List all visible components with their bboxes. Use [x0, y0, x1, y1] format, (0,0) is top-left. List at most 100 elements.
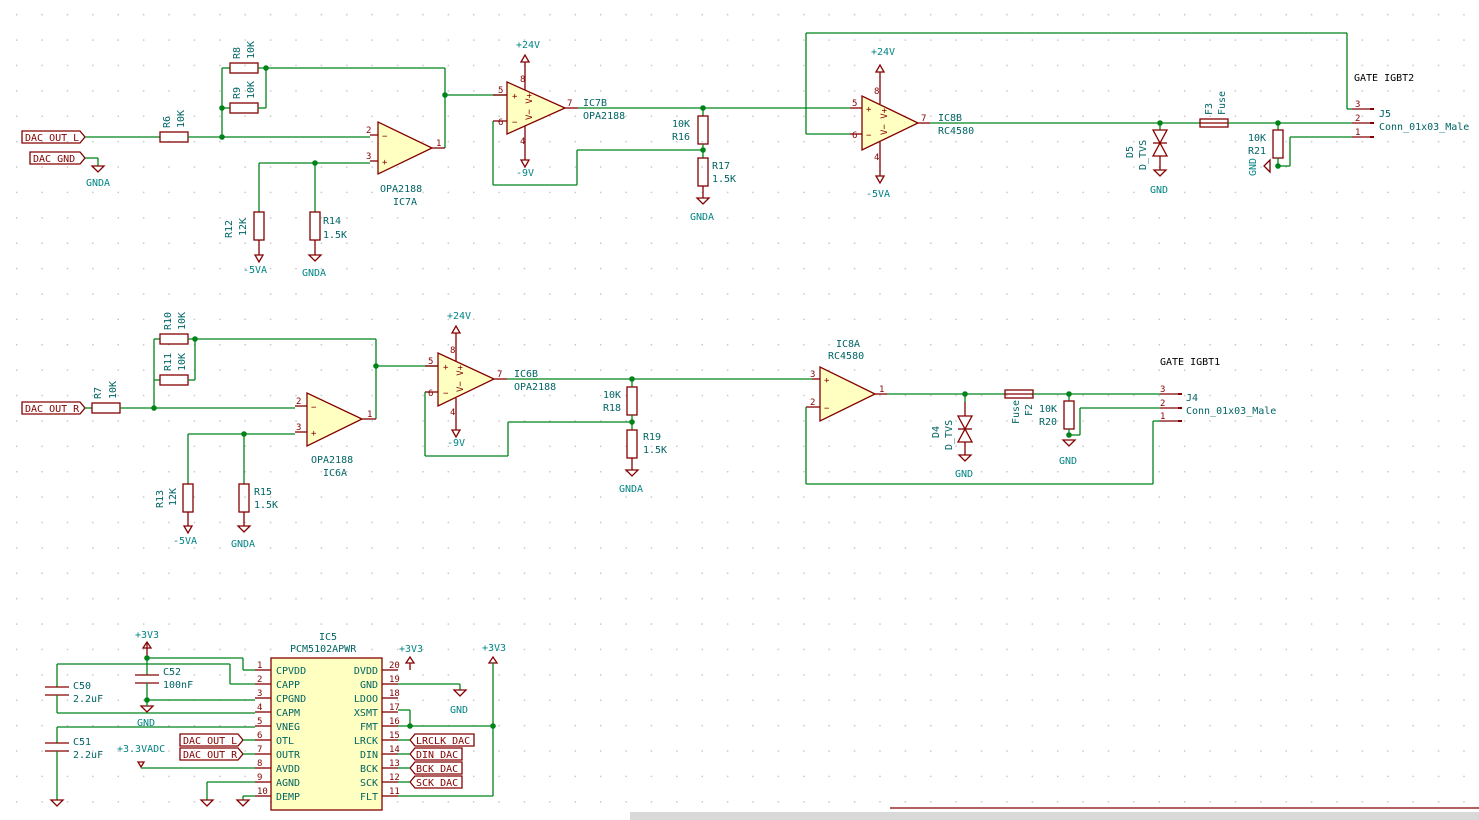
svg-text:10K: 10K: [108, 381, 119, 399]
svg-text:FMT: FMT: [360, 722, 378, 733]
svg-text:J5: J5: [1379, 109, 1391, 120]
svg-text:2.2uF: 2.2uF: [73, 694, 103, 705]
opamp-ic8b: + − V− V+ 5 6 7 8 4 IC8B RC4580: [850, 72, 974, 176]
svg-text:4: 4: [450, 408, 455, 418]
neg9v-symbol-1: -9V: [516, 159, 534, 179]
svg-text:3: 3: [257, 689, 262, 699]
gnda-symbol-4: GNDA: [231, 525, 255, 550]
svg-text:F3: F3: [1204, 103, 1215, 115]
opamp-ic7b: + − V− V+ 5 6 7 8 4 IC7B OPA2188: [493, 62, 625, 160]
svg-text:1: 1: [879, 385, 884, 395]
p24v-symbol-1: +24V: [516, 40, 540, 63]
svg-text:5: 5: [498, 86, 503, 96]
svg-text:10K: 10K: [246, 81, 257, 99]
svg-text:18: 18: [389, 689, 400, 699]
svg-text:SCK: SCK: [360, 778, 378, 789]
svg-text:8: 8: [520, 75, 525, 85]
svg-text:Conn_01x03_Male: Conn_01x03_Male: [1186, 406, 1276, 417]
svg-text:R21: R21: [1248, 146, 1266, 157]
svg-text:7: 7: [497, 370, 502, 380]
svg-text:BCK_DAC: BCK_DAC: [416, 764, 458, 775]
svg-text:−: −: [382, 132, 388, 142]
resistor-r7: R7 10K: [91, 381, 121, 414]
opamp-ic6b: + − V− V+ 5 6 7 8 4 IC6B OPA2188: [425, 333, 556, 430]
svg-text:C50: C50: [73, 681, 91, 692]
svg-text:LRCK: LRCK: [354, 736, 378, 747]
svg-text:XSMT: XSMT: [354, 708, 378, 719]
gnd-symbol-8: [235, 799, 251, 807]
svg-text:12K: 12K: [168, 488, 179, 506]
resistor-r15: R15 1.5K: [238, 483, 278, 513]
svg-text:6: 6: [498, 118, 503, 128]
svg-text:8: 8: [257, 759, 262, 769]
svg-text:+: +: [382, 158, 388, 168]
svg-text:4: 4: [874, 153, 879, 163]
svg-text:2: 2: [366, 126, 371, 136]
svg-text:-9V: -9V: [447, 438, 465, 449]
svg-text:R12: R12: [224, 220, 235, 238]
svg-text:DAC_OUT_R: DAC_OUT_R: [25, 404, 80, 415]
label-lrclk: LRCLK_DAC: [409, 733, 475, 747]
label-dac-out-r-2: DAC_OUT_R: [179, 747, 244, 761]
svg-text:GND: GND: [955, 469, 973, 480]
fuse-f3: F3 Fuse: [1199, 91, 1229, 128]
svg-text:+: +: [824, 376, 830, 386]
svg-text:CAPP: CAPP: [276, 680, 300, 691]
p33vadc-symbol: +3.3VADC: [117, 744, 165, 769]
gnda-symbol-2: GNDA: [302, 254, 326, 279]
svg-text:2: 2: [257, 675, 262, 685]
svg-text:−: −: [512, 118, 518, 128]
svg-text:10K: 10K: [176, 110, 187, 128]
svg-text:1: 1: [257, 661, 262, 671]
svg-text:GND: GND: [1059, 456, 1077, 467]
svg-text:12K: 12K: [238, 218, 249, 236]
svg-text:+24V: +24V: [516, 40, 540, 51]
svg-text:DAC_OUT_L: DAC_OUT_L: [183, 736, 237, 747]
svg-text:C52: C52: [163, 667, 181, 678]
resistor-r10: R10 10K: [159, 312, 189, 345]
svg-text:2.2uF: 2.2uF: [73, 750, 103, 761]
svg-text:2: 2: [296, 397, 301, 407]
gnd-symbol-4: GND: [1059, 439, 1077, 467]
svg-text:FLT: FLT: [360, 792, 378, 803]
svg-text:F2: F2: [1024, 404, 1035, 416]
svg-text:-5VA: -5VA: [866, 189, 890, 200]
svg-text:D5: D5: [1125, 146, 1136, 158]
svg-text:12: 12: [389, 773, 400, 783]
horizontal-scrollbar[interactable]: [630, 812, 1479, 820]
gnd-symbol-1: GND: [1150, 169, 1168, 196]
gnda-symbol-3: GNDA: [690, 197, 714, 223]
svg-text:11: 11: [389, 787, 400, 797]
svg-text:GNDA: GNDA: [690, 212, 714, 223]
svg-text:LRCLK_DAC: LRCLK_DAC: [416, 736, 470, 747]
svg-text:16: 16: [389, 717, 400, 727]
svg-text:BCK: BCK: [360, 764, 378, 775]
label-dac-out-l: DAC_OUT_L: [21, 130, 86, 144]
svg-text:2: 2: [810, 398, 815, 408]
resistor-r6: R6 10K: [159, 110, 189, 143]
svg-text:V− V+: V− V+: [880, 107, 890, 135]
neg5va-symbol-1: -5VA: [243, 254, 267, 276]
neg9v-symbol-2: -9V: [447, 429, 465, 449]
svg-text:6: 6: [257, 731, 262, 741]
svg-text:DVDD: DVDD: [354, 666, 378, 677]
p3v3-symbol-2: +3V3: [399, 644, 423, 670]
p3v3-symbol-3: +3V3: [482, 643, 506, 664]
capacitor-c51: C51 2.2uF: [45, 727, 103, 800]
svg-text:OPA2188: OPA2188: [514, 382, 556, 393]
svg-text:2: 2: [1160, 399, 1165, 409]
svg-text:Conn_01x03_Male: Conn_01x03_Male: [1379, 122, 1469, 133]
svg-text:GND: GND: [450, 705, 468, 716]
svg-text:1: 1: [436, 139, 441, 149]
p3v3-symbol-1: +3V3: [135, 630, 159, 658]
svg-text:OPA2188: OPA2188: [380, 184, 422, 195]
